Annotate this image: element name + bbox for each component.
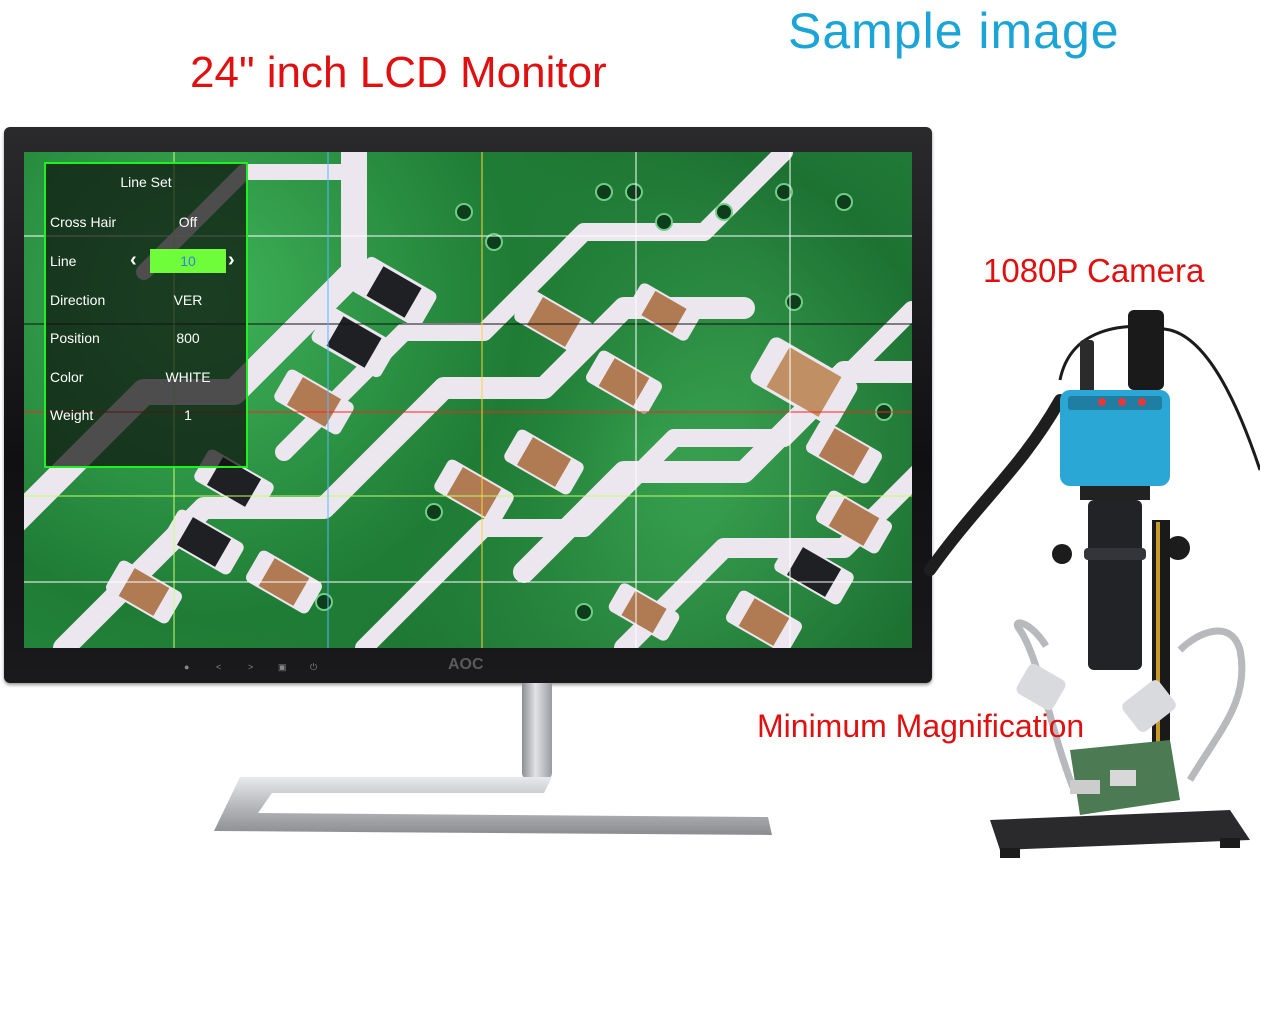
osd-label: Color xyxy=(50,369,84,385)
monitor-chin: ● < > ▣ ⏻ xyxy=(8,652,928,680)
power-plug xyxy=(1080,340,1094,394)
osd-selected-value[interactable]: 10 xyxy=(150,249,226,273)
osd-value: 800 xyxy=(176,330,200,346)
focus-rack xyxy=(1152,520,1170,770)
osd-row-position[interactable]: Position 800 xyxy=(48,330,244,352)
camera-microscope xyxy=(924,310,1260,858)
osd-row-weight[interactable]: Weight 1 xyxy=(48,407,244,429)
osd-label: Direction xyxy=(50,292,106,308)
hdmi-plug xyxy=(1128,310,1164,390)
osd-row-direction[interactable]: Direction VER xyxy=(48,292,244,314)
menu-button-icon[interactable]: ● xyxy=(184,662,190,672)
osd-label: Cross Hair xyxy=(50,214,117,230)
gooseneck-light-left xyxy=(1013,619,1078,792)
stand-base xyxy=(990,810,1250,850)
monitor-logo: AOC xyxy=(448,656,484,673)
osd-row-cross-hair[interactable]: Cross Hair Off xyxy=(48,214,244,236)
osd-title: Line Set xyxy=(120,174,172,190)
chevron-left-icon[interactable]: < xyxy=(216,662,222,672)
chevron-right-icon[interactable]: › xyxy=(228,249,235,271)
osd-value: VER xyxy=(173,292,203,308)
gooseneck-light-right xyxy=(1177,627,1246,782)
osd-value: Off xyxy=(178,214,198,230)
monitor-stand-base xyxy=(214,777,772,835)
osd-menu: Line Set Cross Hair Off Line ‹ 10 › Dire… xyxy=(44,162,248,468)
monitor-caption: 24" inch LCD Monitor xyxy=(190,48,607,97)
osd-label: Weight xyxy=(50,407,94,423)
osd-label: Line xyxy=(50,253,77,269)
input-button-icon[interactable]: ▣ xyxy=(278,662,287,672)
osd-value: WHITE xyxy=(165,369,211,385)
osd-row-color[interactable]: Color WHITE xyxy=(48,369,244,391)
osd-row-line[interactable]: Line ‹ 10 › xyxy=(48,249,244,275)
chevron-right-icon[interactable]: > xyxy=(248,662,254,672)
sample-image-caption: Sample image xyxy=(788,3,1120,59)
osd-value: 1 xyxy=(184,407,192,423)
chevron-left-icon[interactable]: ‹ xyxy=(130,249,137,271)
min-magnification-caption: Minimum Magnification xyxy=(757,708,1085,744)
osd-label: Position xyxy=(50,330,100,346)
camera-body xyxy=(1060,390,1170,486)
lens-tube xyxy=(1088,500,1142,670)
power-icon[interactable]: ⏻ xyxy=(310,662,318,672)
monitor-neck xyxy=(522,683,552,779)
camera-caption: 1080P Camera xyxy=(983,252,1205,289)
hdmi-cable xyxy=(924,394,1066,576)
